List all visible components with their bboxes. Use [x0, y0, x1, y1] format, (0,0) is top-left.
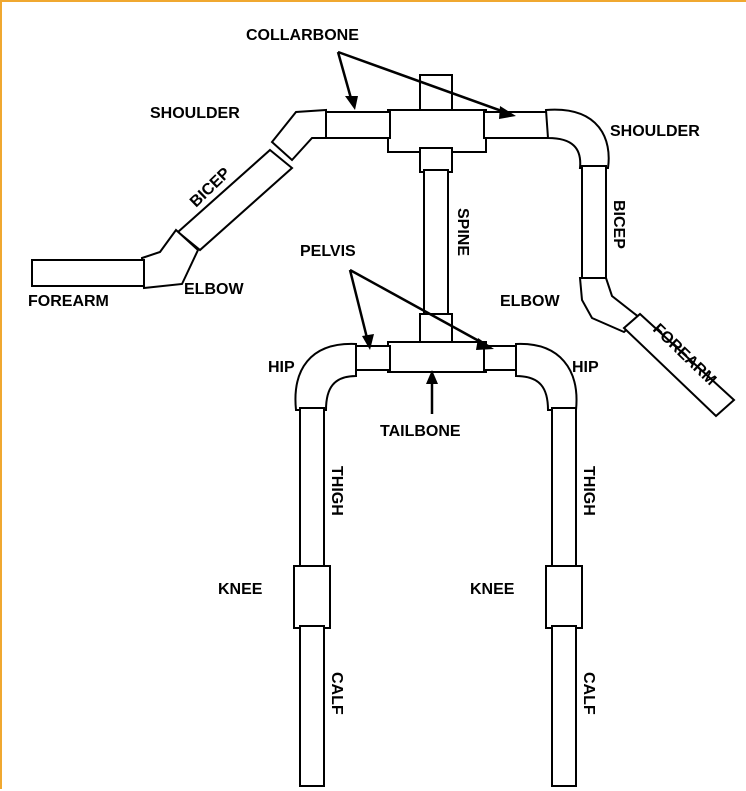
- label-thigh-left: THIGH: [328, 466, 345, 516]
- hip-fitting-left: [294, 342, 357, 411]
- pelvis-arrows: [348, 268, 494, 350]
- collarbone-pipe-right: [483, 111, 549, 139]
- label-shoulder-left: SHOULDER: [150, 105, 240, 122]
- forearm-pipe-left: [31, 259, 145, 287]
- label-collarbone: COLLARBONE: [246, 27, 359, 44]
- label-forearm-left: FOREARM: [28, 293, 109, 310]
- pelvis-pipe-left: [355, 345, 391, 371]
- label-shoulder-right: SHOULDER: [610, 123, 700, 140]
- label-pelvis: PELVIS: [300, 243, 356, 260]
- calf-pipe-right: [551, 625, 577, 787]
- thigh-pipe-right: [551, 407, 577, 569]
- label-calf-right: CALF: [580, 672, 597, 715]
- shoulder-fitting-right: [544, 108, 610, 169]
- label-calf-left: CALF: [328, 672, 345, 715]
- knee-coupling-left: [293, 565, 331, 629]
- tailbone-arrow: [426, 370, 438, 414]
- label-thigh-right: THIGH: [580, 466, 597, 516]
- label-knee-left: KNEE: [218, 581, 263, 598]
- shoulder-fitting-left: [270, 108, 327, 162]
- label-spine: SPINE: [454, 208, 471, 256]
- collarbone-arrows: [336, 50, 516, 119]
- bicep-pipe-right: [581, 165, 607, 281]
- forearm-pipe-right: [622, 312, 736, 418]
- label-hip-left: HIP: [268, 359, 295, 376]
- hip-fitting-right: [515, 342, 578, 411]
- label-elbow-left: ELBOW: [184, 281, 244, 298]
- label-hip-right: HIP: [572, 359, 599, 376]
- elbow-fitting-left: [140, 228, 200, 290]
- pelvis-tee-fitting: [387, 313, 487, 373]
- collarbone-pipe-left: [325, 111, 391, 139]
- spine-pipe: [423, 169, 449, 319]
- bicep-pipe-left: [176, 148, 294, 252]
- label-knee-right: KNEE: [470, 581, 515, 598]
- label-tailbone: TAILBONE: [380, 423, 461, 440]
- calf-pipe-left: [299, 625, 325, 787]
- label-elbow-right: ELBOW: [500, 293, 560, 310]
- thigh-pipe-left: [299, 407, 325, 569]
- knee-coupling-right: [545, 565, 583, 629]
- cross-fitting: [387, 74, 487, 173]
- pelvis-pipe-right: [483, 345, 519, 371]
- label-bicep-right: BICEP: [610, 200, 627, 249]
